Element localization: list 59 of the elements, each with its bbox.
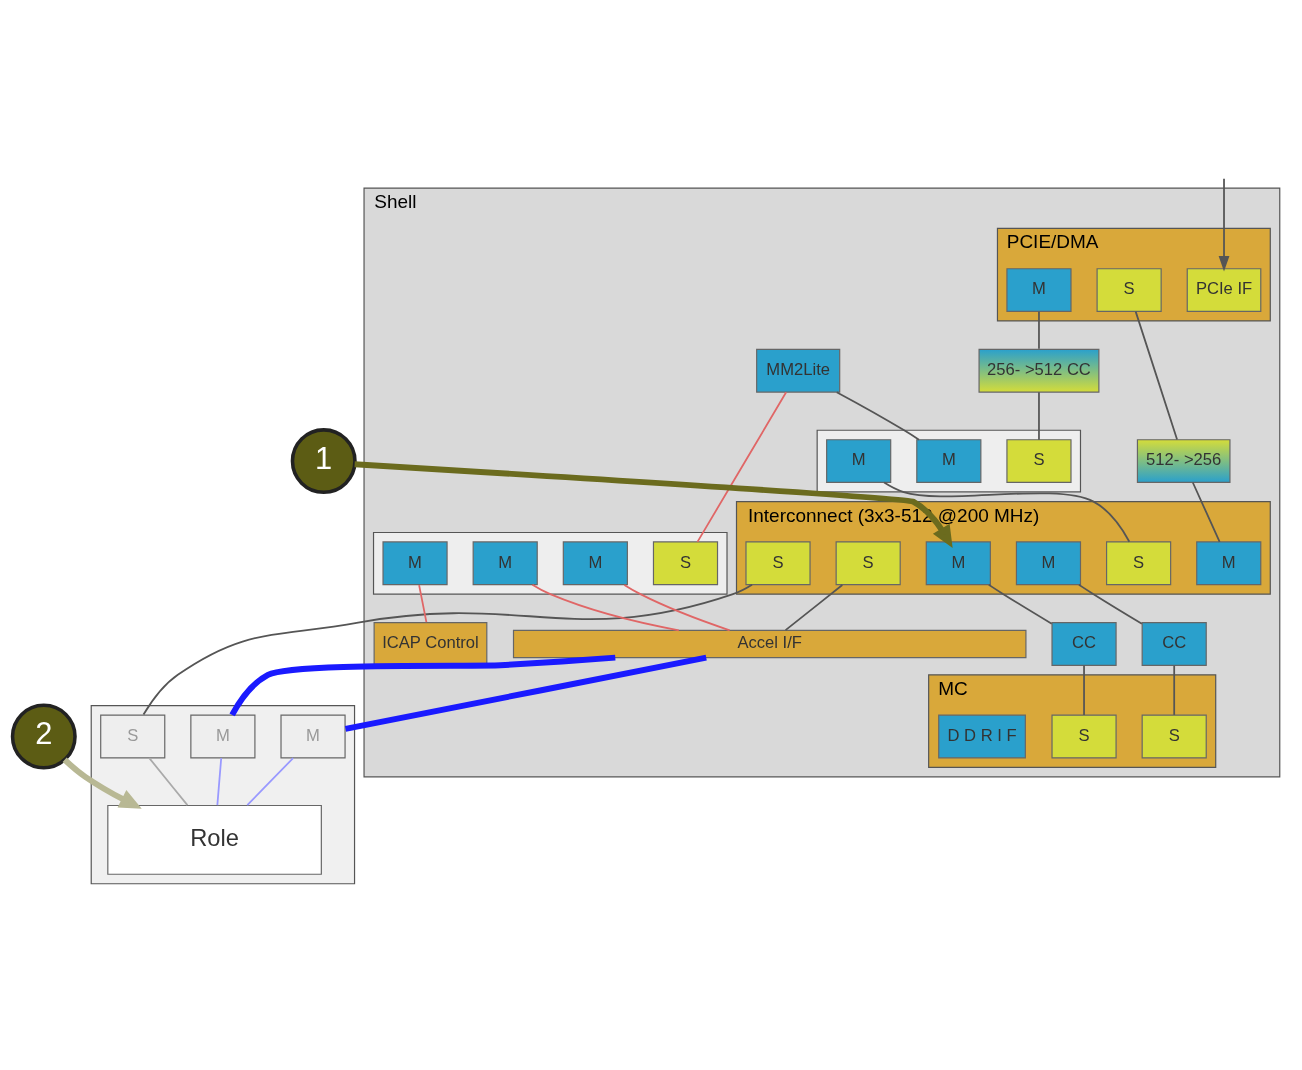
connector bbox=[1083, 664, 1085, 716]
connector bbox=[696, 390, 787, 543]
connector bbox=[344, 654, 707, 732]
node-box: S bbox=[835, 540, 901, 585]
node-box: M bbox=[382, 540, 448, 585]
cluster bbox=[90, 704, 356, 884]
node-box: S bbox=[652, 540, 719, 585]
connector bbox=[246, 756, 294, 806]
connector bbox=[987, 583, 1053, 625]
node-box: PCIe IF bbox=[1186, 267, 1262, 312]
node-box: S bbox=[100, 714, 166, 758]
connector bbox=[784, 583, 844, 631]
node-box: M bbox=[562, 540, 628, 585]
node-box: M bbox=[925, 540, 991, 585]
node-box: Accel I/F bbox=[512, 629, 1027, 658]
connector bbox=[418, 583, 428, 623]
node-box: D D R I F bbox=[938, 714, 1026, 758]
node-box: M bbox=[472, 540, 538, 585]
arrow bbox=[354, 460, 953, 548]
node-box: 256- >512 CC bbox=[978, 348, 1100, 393]
node-box: M bbox=[1015, 540, 1082, 585]
connector bbox=[531, 583, 680, 631]
cluster bbox=[372, 531, 728, 595]
node-box: M bbox=[280, 714, 346, 758]
connector bbox=[835, 390, 920, 441]
connector bbox=[1173, 664, 1176, 716]
node-box: M bbox=[826, 438, 892, 483]
node-circle: 2 bbox=[10, 703, 77, 769]
node-box: S bbox=[1141, 714, 1207, 758]
connector bbox=[148, 756, 189, 806]
node-box: S bbox=[1051, 714, 1117, 758]
connector bbox=[142, 583, 753, 715]
node-box: CC bbox=[1141, 621, 1207, 666]
node-box: 512- >256 bbox=[1136, 438, 1231, 483]
node-box: MM2Lite bbox=[756, 348, 841, 393]
node-box: CC bbox=[1051, 621, 1117, 666]
node-box: S bbox=[1096, 267, 1162, 312]
connector bbox=[1134, 310, 1178, 440]
node-box: ICAP Control bbox=[373, 621, 488, 666]
connector bbox=[883, 481, 1131, 543]
node-box: M bbox=[1006, 267, 1072, 312]
node-box: M bbox=[190, 714, 256, 758]
connector bbox=[1191, 481, 1221, 543]
node-box: S bbox=[1006, 438, 1072, 483]
connector bbox=[623, 583, 731, 631]
node-box: Role bbox=[107, 804, 322, 875]
connector bbox=[229, 654, 616, 716]
node-box: S bbox=[1106, 540, 1172, 585]
connector bbox=[216, 756, 223, 806]
arrow bbox=[62, 757, 142, 809]
node-box: S bbox=[745, 540, 811, 585]
connector bbox=[1038, 310, 1040, 350]
node-box: M bbox=[916, 438, 982, 483]
connector bbox=[1038, 390, 1040, 440]
arrow bbox=[1218, 177, 1230, 271]
cluster bbox=[816, 429, 1082, 493]
node-box: M bbox=[1196, 540, 1262, 585]
node-circle: 1 bbox=[290, 427, 357, 494]
connector bbox=[1078, 583, 1143, 625]
